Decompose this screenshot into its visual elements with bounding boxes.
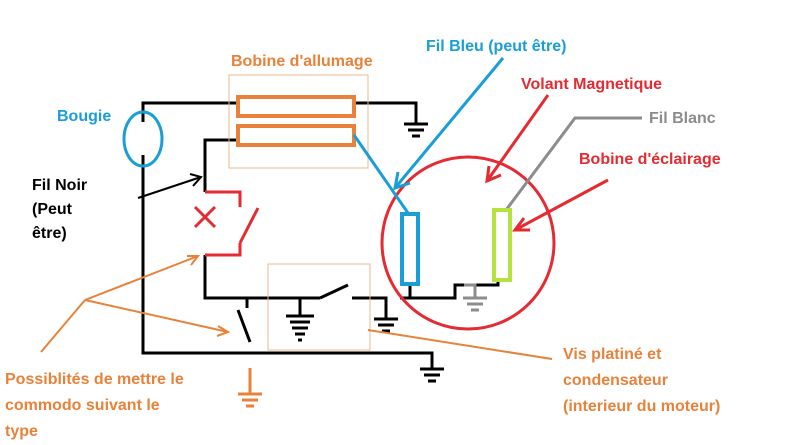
label-vis-platine-line1: Vis platiné et (563, 346, 662, 363)
ground-icon (238, 368, 262, 408)
white-wire (504, 116, 642, 211)
arrow-icon (137, 173, 203, 199)
ground-icon (420, 367, 444, 383)
ignition-coil-box (228, 74, 369, 169)
blue-wire (352, 134, 410, 214)
label-bobine-allumage: Bobine d'allumage (231, 53, 373, 70)
label-bougie: Bougie (57, 108, 111, 125)
label-vis-platine-line3: (interieur du moteur) (563, 398, 720, 415)
label-bobine-eclairage: Bobine d'éclairage (579, 151, 721, 168)
label-fil-bleu: Fil Bleu (peut être) (426, 38, 566, 55)
label-volant-magnetique: Volant Magnetique (521, 76, 662, 93)
label-vis-platine-line2: condensateur (563, 372, 668, 389)
label-fil-noir-line2: (Peut (32, 201, 73, 218)
coil-secondary-winding (236, 95, 356, 118)
blue-coil (400, 212, 420, 286)
black-wiring (141, 101, 500, 368)
coil-primary-wire (203, 138, 238, 192)
coil-primary-winding (236, 124, 356, 147)
ground-icon (463, 283, 487, 312)
arrow-icon (393, 57, 505, 191)
label-fil-noir-line1: Fil Noir (32, 177, 87, 194)
coil-ground-wire (354, 101, 418, 123)
points-ground-lead (352, 296, 388, 318)
arrow-icon (485, 94, 550, 184)
ground-icon (286, 314, 314, 342)
lighting-coil (492, 208, 512, 282)
arrow-icon (512, 178, 609, 232)
switch-return-wire (203, 255, 268, 300)
label-fil-blanc: Fil Blanc (649, 110, 716, 127)
ground-icon (404, 122, 428, 138)
spark-plug-icon (122, 110, 164, 168)
breaker-points (319, 283, 349, 300)
flywheel-wiring (400, 278, 500, 300)
label-commodo-line3: type (5, 423, 38, 440)
commodo-pointer-line (40, 299, 86, 353)
commodo-switch (236, 309, 252, 343)
label-fil-noir-line3: être) (32, 225, 67, 242)
main-ground-wire (141, 155, 434, 368)
points-box (267, 263, 371, 351)
arrow-icon (84, 299, 231, 337)
vis-platine-pointer-line (367, 329, 553, 360)
arrow-icon (84, 255, 201, 301)
hv-wire (141, 101, 238, 122)
label-commodo-line1: Possiblités de mettre le (5, 371, 184, 388)
label-commodo-line2: commodo suivant le (5, 397, 160, 414)
ground-icon (374, 317, 398, 333)
flywheel-circle (380, 155, 556, 331)
ignition-switch (193, 190, 260, 257)
